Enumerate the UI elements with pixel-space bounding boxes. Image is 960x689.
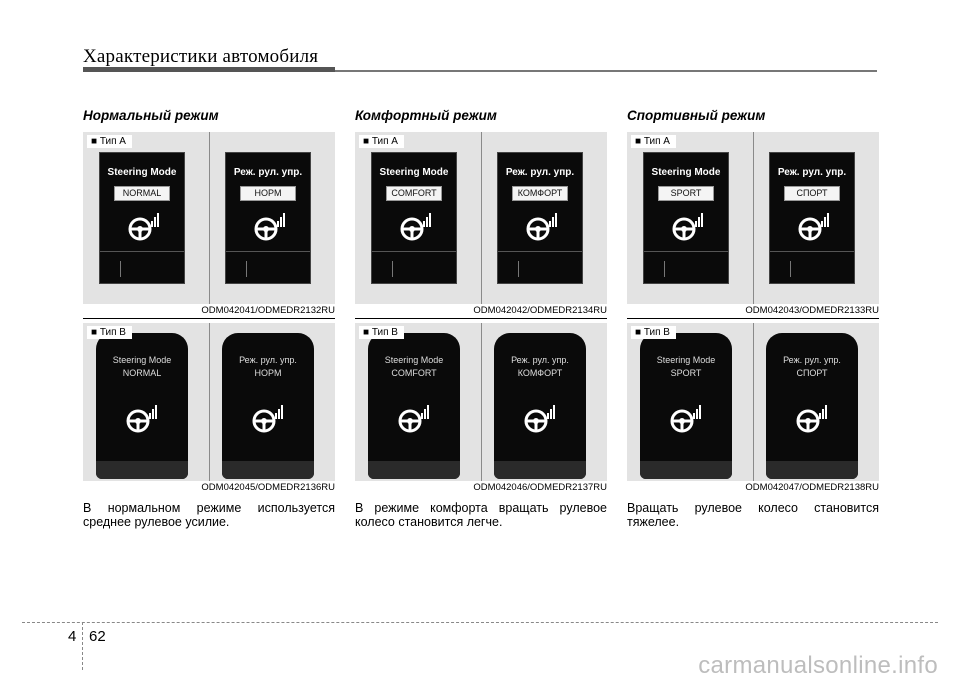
type-b-panel: ■ Тип B Steering Mode NORMAL Реж. рул. у… [83,323,335,481]
steering-wheel-icon [126,405,157,433]
mode-value: SPORT [658,186,714,201]
cluster-screen: Steering Mode SPORT [643,152,729,284]
column-sport: Спортивный режим ■ Тип A Steering Mode S… [627,108,879,529]
column-normal: Нормальный режим ■ Тип A Steering Mode N… [83,108,335,529]
watermark: carmanualsonline.info [698,652,938,679]
cluster-screen: Steering Mode COMFORT [368,333,460,479]
steering-wheel-icon [254,213,285,241]
steering-wheel-icon [400,213,431,241]
image-code: ODM042042/ODMEDR2134RU [355,304,607,319]
cluster-screen: Реж. рул. упр. НОРМ [222,333,314,479]
steering-wheel-icon [398,405,429,433]
type-a-panel: ■ Тип A Steering Mode COMFORT Реж. рул. … [355,132,607,304]
column-comfort: Комфортный режим ■ Тип A Steering Mode C… [355,108,607,529]
mode-value: НОРМ [254,368,282,378]
page-header-title: Характеристики автомобиля [83,46,319,67]
image-code: ODM042045/ODMEDR2136RU [201,482,335,493]
image-code: ODM042046/ODMEDR2137RU [473,482,607,493]
image-code: ODM042041/ODMEDR2132RU [83,304,335,319]
mode-value: КОМФОРТ [512,186,568,201]
screen-title: Steering Mode [656,355,716,365]
mode-value: NORMAL [114,186,170,201]
mode-value: SPORT [670,368,702,378]
screen-title: Steering Mode [379,167,449,178]
image-code: ODM042047/ODMEDR2138RU [745,482,879,493]
section-title: Комфортный режим [355,108,497,123]
screen-title: Реж. рул. упр. [783,355,841,365]
page-number: 62 [89,628,106,645]
type-a-panel: ■ Тип A Steering Mode NORMAL Реж. рул. у… [83,132,335,304]
cluster-screen: Steering Mode COMFORT [371,152,457,284]
screen-title: Steering Mode [384,355,444,365]
type-a-label: ■ Тип A [359,135,404,148]
screen-title: Реж. рул. упр. [777,167,847,178]
mode-value: COMFORT [391,368,437,378]
type-a-label: ■ Тип A [631,135,676,148]
section-title: Нормальный режим [83,108,219,123]
steering-wheel-icon [798,213,829,241]
image-code: ODM042043/ODMEDR2133RU [627,304,879,319]
mode-value: СПОРТ [796,368,828,378]
screen-title: Steering Mode [112,355,172,365]
description-text: В нормальном режиме используется среднее… [83,501,335,529]
section-title: Спортивный режим [627,108,766,123]
cluster-screen: Реж. рул. упр. КОМФОРТ [497,152,583,284]
type-b-label: ■ Тип B [631,326,676,339]
description-text: В режиме комфорта вращать рулевое колесо… [355,501,607,529]
mode-value: КОМФОРТ [517,368,563,378]
chapter-number: 4 [68,628,77,645]
cluster-screen: Реж. рул. упр. СПОРТ [769,152,855,284]
type-a-panel: ■ Тип A Steering Mode SPORT Реж. рул. уп… [627,132,879,304]
mode-value: НОРМ [240,186,296,201]
header-rule-thin [335,70,877,72]
footer-rule [22,622,938,623]
steering-wheel-icon [128,213,159,241]
screen-title: Реж. рул. упр. [511,355,569,365]
screen-title: Реж. рул. упр. [505,167,575,178]
steering-wheel-icon [796,405,827,433]
cluster-screen: Steering Mode SPORT [640,333,732,479]
header-rule-thick [83,67,335,72]
steering-wheel-icon [252,405,283,433]
screen-title: Реж. рул. упр. [233,167,303,178]
cluster-screen: Реж. рул. упр. СПОРТ [766,333,858,479]
screen-title: Реж. рул. упр. [239,355,297,365]
screen-title: Steering Mode [107,167,177,178]
description-text: Вращать рулевое колесо становится тяжеле… [627,501,879,529]
cluster-screen: Реж. рул. упр. НОРМ [225,152,311,284]
steering-wheel-icon [672,213,703,241]
mode-value: СПОРТ [784,186,840,201]
type-a-label: ■ Тип A [87,135,132,148]
mode-value: NORMAL [122,368,162,378]
type-b-panel: ■ Тип B Steering Mode SPORT Реж. рул. уп… [627,323,879,481]
type-b-label: ■ Тип B [359,326,404,339]
steering-wheel-icon [524,405,555,433]
type-b-label: ■ Тип B [87,326,132,339]
mode-value: COMFORT [386,186,442,201]
footer-divider [82,622,84,670]
cluster-screen: Реж. рул. упр. КОМФОРТ [494,333,586,479]
steering-wheel-icon [526,213,557,241]
type-b-panel: ■ Тип B Steering Mode COMFORT Реж. рул. … [355,323,607,481]
screen-title: Steering Mode [651,167,721,178]
cluster-screen: Steering Mode NORMAL [99,152,185,284]
cluster-screen: Steering Mode NORMAL [96,333,188,479]
steering-wheel-icon [670,405,701,433]
